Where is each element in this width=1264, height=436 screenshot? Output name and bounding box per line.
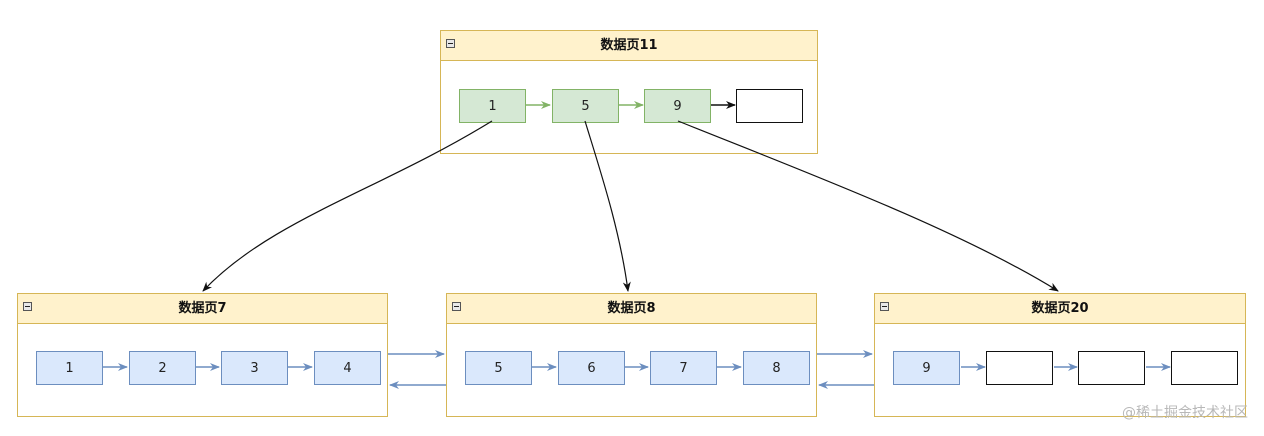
- record-cell: 2: [129, 351, 196, 385]
- record-cell: 8: [743, 351, 810, 385]
- page-title: 数据页20: [1031, 301, 1089, 316]
- page-header: 数据页20: [875, 294, 1245, 324]
- record-cell: 1: [459, 89, 526, 123]
- collapse-icon[interactable]: [880, 302, 889, 311]
- record-cell: 1: [36, 351, 103, 385]
- data-page-7: 数据页7 1 2 3 4: [17, 293, 388, 417]
- record-cell: 5: [552, 89, 619, 123]
- collapse-icon[interactable]: [452, 302, 461, 311]
- collapse-icon[interactable]: [23, 302, 32, 311]
- record-cell: 3: [221, 351, 288, 385]
- page-title: 数据页8: [607, 301, 656, 316]
- data-page-8: 数据页8 5 6 7 8: [446, 293, 817, 417]
- record-cell: 6: [558, 351, 625, 385]
- page-header: 数据页7: [18, 294, 387, 324]
- data-page-11: 数据页11 1 5 9: [440, 30, 818, 154]
- page-header: 数据页8: [447, 294, 816, 324]
- data-page-20: 数据页20 9: [874, 293, 1246, 417]
- record-cell-empty: [1078, 351, 1145, 385]
- record-cell: 7: [650, 351, 717, 385]
- record-cell: 5: [465, 351, 532, 385]
- watermark: @稀土掘金技术社区: [1122, 405, 1248, 421]
- record-cell-empty: [1171, 351, 1238, 385]
- record-cell-empty: [736, 89, 803, 123]
- record-cell: 4: [314, 351, 381, 385]
- page-title: 数据页7: [178, 301, 227, 316]
- record-cell: 9: [893, 351, 960, 385]
- record-cell: 9: [644, 89, 711, 123]
- page-title: 数据页11: [600, 38, 658, 53]
- page-header: 数据页11: [441, 31, 817, 61]
- record-cell-empty: [986, 351, 1053, 385]
- collapse-icon[interactable]: [446, 39, 455, 48]
